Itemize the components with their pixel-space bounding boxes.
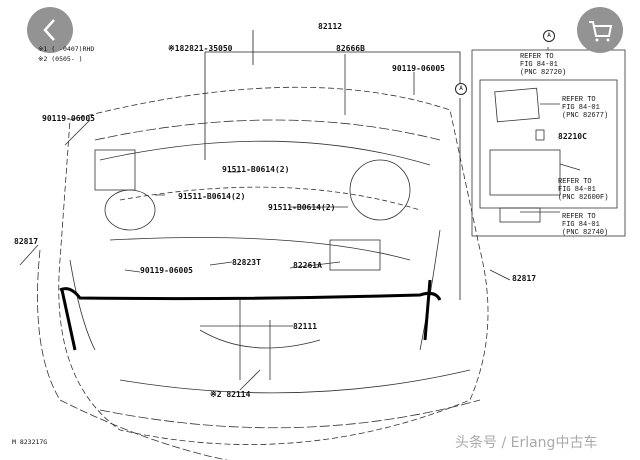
callout-a: A	[543, 30, 555, 42]
note-1: ※1 ( -0407)RHD	[38, 45, 95, 53]
chevron-left-icon	[43, 19, 55, 41]
reference-note: REFER TO FIG 84-01 (PNC 82677)	[562, 96, 609, 120]
watermark: 头条号 / Erlang中古车	[455, 435, 598, 451]
part-label: 82666B	[336, 44, 365, 53]
part-label: 82817	[512, 274, 537, 283]
figure-code: M 823217G	[12, 438, 48, 446]
part-label: 90119-06005	[42, 114, 95, 123]
part-label: 90119-06005	[140, 266, 193, 275]
cart-icon	[589, 21, 613, 42]
cart-button[interactable]	[577, 7, 623, 53]
part-label: 90119-06005	[392, 64, 445, 73]
back-button[interactable]	[27, 7, 73, 53]
part-label: 91511-B0614(2)	[178, 192, 246, 201]
part-label: 82261A	[293, 261, 322, 270]
note-2: ※2 (0505- )	[38, 55, 83, 63]
callout-a: A	[455, 83, 467, 95]
part-label: 82210C	[558, 132, 587, 141]
part-label: 91511-B0614(2)	[268, 203, 336, 212]
part-label: 82817	[14, 237, 39, 246]
reference-note: REFER TO FIG 84-01 (PNC 82740)	[562, 213, 609, 237]
part-label: ※2 82114	[210, 390, 251, 399]
part-label: 82112	[318, 22, 343, 31]
part-label: ※182821-35050	[168, 44, 233, 53]
reference-note: REFER TO FIG 84-01 (PNC 82720)	[520, 53, 567, 77]
part-label: 82823T	[232, 258, 261, 267]
part-label: 82111	[293, 322, 318, 331]
part-label: 91511-B0614(2)	[222, 165, 290, 174]
reference-note: REFER TO FIG 84-01 (PNC 82600F)	[558, 178, 609, 202]
